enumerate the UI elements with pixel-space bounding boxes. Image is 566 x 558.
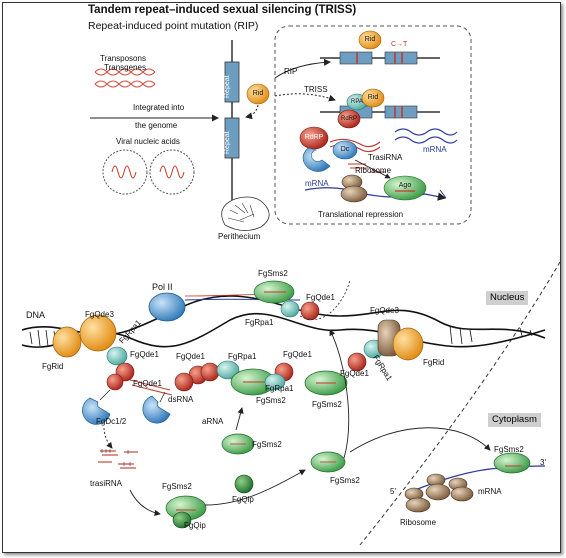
label-rid-triss: Rid bbox=[367, 94, 379, 101]
label-repeat-2: Repeat bbox=[224, 131, 231, 154]
label-fgrid-right: FgRid bbox=[423, 358, 445, 367]
label-trasirna: trasiRNA bbox=[90, 479, 123, 488]
fgrpa1-top bbox=[280, 300, 300, 318]
label-fgsms2-top: FgSms2 bbox=[258, 269, 288, 278]
label-c-to-t: C→T bbox=[391, 41, 408, 48]
label-fgrpa1-mid: FgRpa1 bbox=[228, 352, 257, 361]
label-fgsms2-mid-2: FgSms2 bbox=[312, 400, 342, 409]
label-fgqde3-left: FgQde3 bbox=[85, 310, 114, 319]
label-repeat-1: Repeat bbox=[224, 75, 231, 98]
ribosome-cluster bbox=[404, 473, 474, 513]
label-fgqde1-right: FgQde1 bbox=[340, 369, 369, 378]
label-fgqip-free: FgQip bbox=[232, 495, 254, 504]
label-mrna-cytoplasm: mRNA bbox=[478, 487, 502, 496]
fgqde1-mid-c bbox=[174, 372, 194, 392]
viral-particles-icon bbox=[102, 149, 195, 195]
fgrpa1-mid-2 bbox=[264, 373, 286, 391]
pol2-protein bbox=[148, 292, 186, 322]
fgqde1-left-2 bbox=[106, 373, 124, 391]
label-rid: Rid bbox=[252, 90, 264, 97]
label-three-prime: 3' bbox=[540, 458, 546, 467]
mechanism-box bbox=[274, 25, 472, 225]
fgdc1-protein bbox=[82, 397, 111, 425]
label-dna: DNA bbox=[26, 310, 46, 320]
label-fgsms2-cytoplasm: FgSms2 bbox=[494, 445, 524, 454]
label-rdrp: RdRP bbox=[304, 134, 324, 141]
label-fgsms2-free: FgSms2 bbox=[252, 440, 282, 449]
label-transposons: Transposons bbox=[100, 54, 146, 63]
dc-protein bbox=[332, 140, 358, 160]
label-fgsms2-mid: FgSms2 bbox=[256, 396, 286, 405]
label-integrated: Integrated into bbox=[133, 103, 185, 112]
label-ribosome-top: Ribosome bbox=[355, 166, 392, 175]
label-cytoplasm: Cytoplasm bbox=[488, 413, 541, 427]
label-viral: Viral nucleic acids bbox=[116, 137, 180, 146]
fgqip-bound bbox=[172, 511, 192, 529]
label-rpa: RPA bbox=[351, 99, 363, 105]
label-rip: RIP bbox=[284, 67, 298, 76]
fgrid-left bbox=[52, 326, 82, 358]
label-fgrpa1-mid-2: FgRpa1 bbox=[265, 384, 294, 393]
label-dc: Dc bbox=[340, 146, 350, 153]
label-ribosome: Ribosome bbox=[400, 518, 437, 527]
label-transgenes: Transgenes bbox=[104, 63, 146, 72]
label-rdrp-small: RdRP bbox=[340, 116, 358, 122]
label-fgqde3-right: FgQde3 bbox=[370, 306, 399, 315]
rdrp-protein bbox=[299, 126, 329, 150]
label-dsrna: dsRNA bbox=[168, 395, 194, 404]
label-mrna-top-2: mRNA bbox=[305, 179, 329, 188]
label-fgqde1-top: FgQde1 bbox=[306, 293, 335, 302]
fgrpa1-mid bbox=[216, 360, 240, 380]
label-fgsms2-bottom: FgSms2 bbox=[162, 482, 192, 491]
label-rid-rip: Rid bbox=[364, 36, 376, 43]
fgdc2-protein bbox=[142, 395, 171, 424]
figure-subtitle: Repeat-induced point mutation (RIP) bbox=[88, 20, 259, 32]
label-perithecium: Perithecium bbox=[218, 232, 261, 241]
label-fgqde1-left: FgQde1 bbox=[130, 350, 159, 359]
fgsms2-cytoplasm bbox=[493, 452, 531, 474]
label-pol2: Pol II bbox=[152, 282, 173, 292]
label-fgrpa1-top: FgRpa1 bbox=[245, 318, 274, 327]
label-ago: Ago bbox=[398, 182, 412, 189]
label-triss: TRISS bbox=[304, 85, 328, 94]
fgqde1-mid-b bbox=[200, 362, 220, 382]
fgrid-right bbox=[392, 327, 424, 361]
fgqde1-top bbox=[300, 301, 320, 321]
fgqde3-left bbox=[79, 314, 117, 352]
trasirna-fragments bbox=[98, 450, 138, 469]
perithecium-icon bbox=[221, 196, 270, 231]
fgrpa1-left bbox=[106, 346, 128, 366]
label-fgsms2-loaded: FgSms2 bbox=[330, 476, 360, 485]
label-nucleus: Nucleus bbox=[486, 291, 529, 305]
label-mrna-top: mRNA bbox=[423, 145, 447, 154]
label-trasirna-top: TrasiRNA bbox=[368, 153, 403, 162]
label-fgqde1-mid: FgQde1 bbox=[176, 352, 205, 361]
rdrp-protein-small bbox=[337, 109, 361, 129]
chromosome-repeats bbox=[224, 40, 240, 205]
rid-protein-triss bbox=[361, 88, 385, 108]
rid-protein bbox=[246, 83, 270, 105]
figure-title: Tandem repeat–induced sexual silencing (… bbox=[88, 4, 357, 16]
rid-protein-rip bbox=[358, 30, 382, 50]
label-the-genome: the genome bbox=[135, 121, 178, 130]
label-fgrid-left: FgRid bbox=[42, 362, 64, 371]
transposon-strands-icon bbox=[94, 68, 156, 88]
label-fgdc12: FgDc1/2 bbox=[96, 417, 127, 426]
rip-dna bbox=[320, 51, 440, 65]
label-fgqde1-mid-2: FgQde1 bbox=[283, 350, 312, 359]
ago-protein bbox=[383, 175, 427, 201]
nuclear-envelope bbox=[359, 261, 561, 546]
label-fgqip-bound: FgQip bbox=[184, 521, 206, 530]
figure-frame bbox=[2, 2, 561, 553]
label-fgqde1-left-2: FgQde1 bbox=[133, 379, 162, 388]
label-five-prime: 5' bbox=[390, 487, 396, 496]
ribosome-top-large bbox=[340, 185, 368, 203]
label-arna: aRNA bbox=[202, 417, 224, 426]
fgqde1-right bbox=[347, 352, 367, 372]
fgqip-free bbox=[234, 474, 254, 494]
label-translational-repression: Translational repression bbox=[318, 210, 404, 219]
triss-dna bbox=[320, 105, 440, 119]
